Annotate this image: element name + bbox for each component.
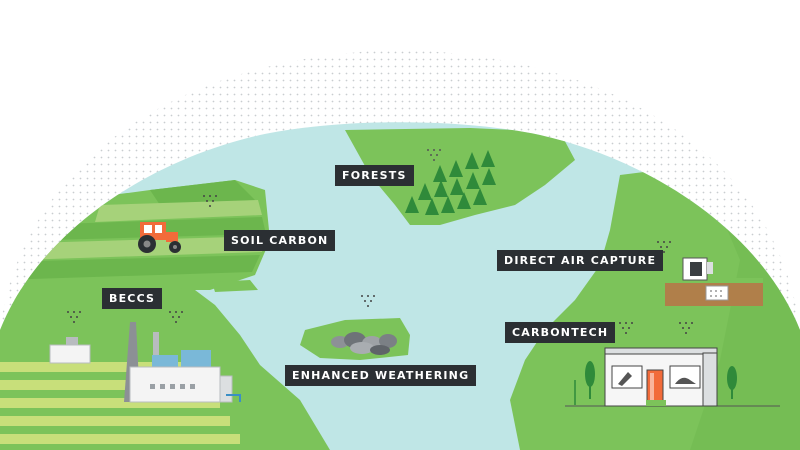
beccs-co2-dots [67,311,183,323]
dac-co2-dots [657,241,671,253]
label-direct-air-capture: DIRECT AIR CAPTURE [497,250,664,271]
beccs-plant [49,322,241,403]
weathering-co2-dots [361,295,375,307]
tractor-icon [138,222,181,253]
forest-co2-dots [427,149,441,161]
direct-air-capture-unit [665,257,763,306]
forest-trees [405,150,496,215]
crop-field-stripes [0,362,240,444]
label-beccs: BECCS [102,288,163,309]
label-soil-carbon: SOIL CARBON [224,230,336,251]
weathering-rocks [331,332,397,355]
carbontech-co2-dots [619,322,693,334]
carbontech-building [565,347,780,407]
label-enhanced-weathering: ENHANCED WEATHERING [285,365,477,386]
small-island [212,280,258,292]
label-forests: FORESTS [335,165,414,186]
soil-co2-dots [203,195,217,207]
label-carbontech: CARBONTECH [505,322,616,343]
